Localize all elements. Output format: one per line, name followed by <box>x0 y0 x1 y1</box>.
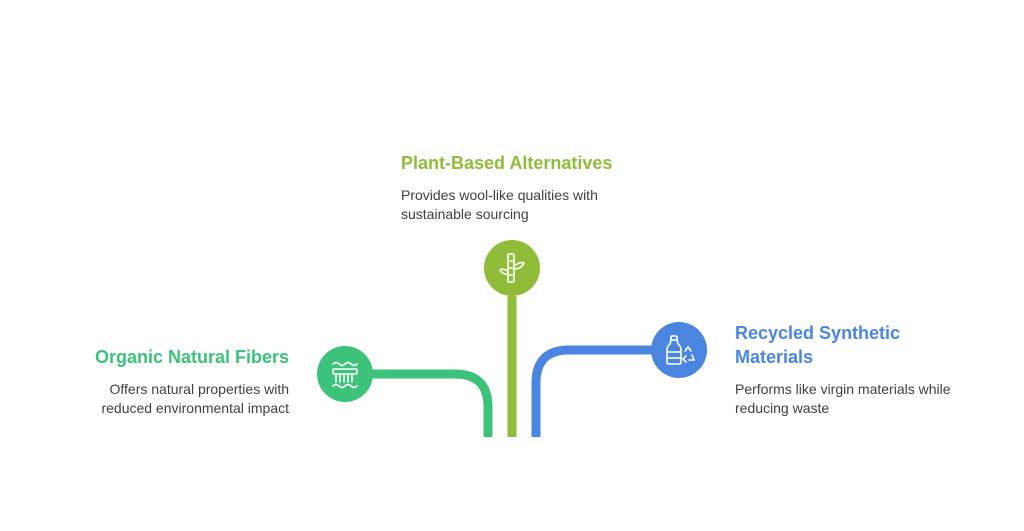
bamboo-icon <box>499 253 525 283</box>
recycled-synthetic-description: Performs like virgin materials while red… <box>735 380 951 418</box>
recycled-synthetic-title-line2: Materials <box>735 347 814 367</box>
plant-based-title: Plant-Based Alternatives <box>401 153 613 173</box>
organic-fibers-description-line2: reduced environmental impact <box>101 400 289 416</box>
plant-based-description: Provides wool-like qualities with sustai… <box>401 186 598 224</box>
plant-based-description-line1: Provides wool-like qualities with <box>401 187 598 203</box>
plant-based-node <box>484 240 540 296</box>
recycled-synthetic-title-line1: Recycled Synthetic <box>735 323 901 343</box>
plant-based-description-line2: sustainable sourcing <box>401 206 529 222</box>
connector-recycled <box>531 345 652 437</box>
comb-icon <box>332 361 358 389</box>
organic-fibers-description-line1: Offers natural properties with <box>109 381 290 397</box>
recycled-synthetic-description-line2: reducing waste <box>735 400 830 416</box>
recycled-synthetic-node <box>651 322 707 378</box>
recycled-synthetic-description-line1: Performs like virgin materials while <box>735 381 951 397</box>
recycled-synthetic-title: Recycled Synthetic Materials <box>735 321 900 369</box>
organic-fibers-title: Organic Natural Fibers <box>94 347 289 367</box>
recycled-bottle-icon <box>666 335 695 365</box>
connector-organic <box>372 369 493 437</box>
organic-fibers-description: Offers natural properties with reduced e… <box>40 380 289 418</box>
organic-fibers-node <box>317 346 373 402</box>
